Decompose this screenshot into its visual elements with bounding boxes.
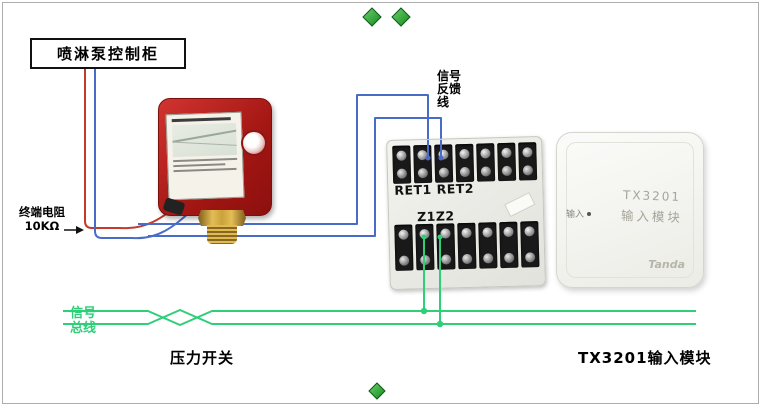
z-terminal-label: Z1Z2 [416, 208, 455, 225]
terminal-block [455, 143, 475, 183]
indicator-led-icon [587, 211, 592, 216]
pressure-switch-nameplate [165, 111, 245, 201]
terminal-row-bottom [394, 221, 540, 271]
resistor-arrowhead-icon [76, 226, 84, 234]
signal-feedback-line3: 线 [437, 95, 450, 109]
signal-feedback-line2: 反馈 [437, 82, 462, 96]
diamond-marker-icon [391, 7, 411, 27]
tx3201-input-module: TX3201 输入模块 输入 Tanda [556, 132, 704, 288]
control-cabinet-box: 喷淋泵控制柜 [30, 38, 186, 69]
terminal-block [499, 221, 519, 269]
nameplate-drawing [171, 122, 237, 158]
certification-seal-icon [241, 130, 267, 156]
terminal-row-top [392, 142, 538, 184]
signal-bus-label-line2: 总线 [70, 321, 97, 336]
terminal-block [457, 222, 477, 270]
diamond-marker-icon [368, 382, 386, 400]
bus-junction-dot-1 [420, 307, 428, 315]
terminal-block [520, 221, 540, 268]
brass-threaded-fitting [207, 225, 237, 244]
terminal-block [497, 142, 517, 182]
terminal-block [436, 223, 456, 270]
module-model-text: TX3201 [622, 187, 682, 205]
terminal-resistor-label: 终端电阻 10KΩ [16, 205, 68, 233]
module-input-label: 输入 [566, 210, 585, 220]
terminal-block-module: RET1 RET2 Z1Z2 [386, 135, 546, 291]
brass-hex-nut [198, 210, 246, 226]
terminal-resistor-line1: 终端电阻 [19, 205, 65, 219]
module-input-port: 输入 [566, 207, 592, 220]
diamond-marker-icon [362, 7, 382, 27]
bus-line-2 [63, 309, 696, 325]
label-line [173, 163, 226, 168]
terminal-resistor-line2: 10KΩ [24, 219, 60, 233]
terminal-block [392, 145, 412, 184]
bus-line-1 [63, 310, 696, 326]
module-face [566, 142, 694, 278]
pressure-switch-device [158, 96, 272, 246]
label-line [173, 167, 237, 173]
brand-logo: Tanda [648, 258, 685, 271]
label-line [171, 125, 237, 144]
label-line [171, 117, 231, 123]
label-line [173, 157, 238, 163]
control-cabinet-label: 喷淋泵控制柜 [56, 45, 159, 63]
input-module-caption: TX3201输入模块 [578, 349, 712, 367]
terminal-block [518, 142, 538, 181]
bus-junction-dot-2 [436, 320, 444, 328]
signal-feedback-label: 信号 反馈 线 [437, 70, 461, 109]
terminal-block [478, 222, 498, 269]
signal-feedback-line1: 信号 [437, 69, 462, 83]
terminal-block [476, 143, 496, 182]
terminal-block [415, 223, 435, 271]
terminal-block [434, 144, 454, 183]
ret-terminal-label: RET1 RET2 [394, 180, 475, 198]
terminal-block [413, 144, 433, 184]
sticker [504, 192, 536, 218]
terminal-block [394, 224, 414, 271]
module-name-text: 输入模块 [620, 207, 684, 226]
pressure-switch-caption: 压力开关 [170, 349, 235, 367]
label-line [171, 141, 237, 148]
